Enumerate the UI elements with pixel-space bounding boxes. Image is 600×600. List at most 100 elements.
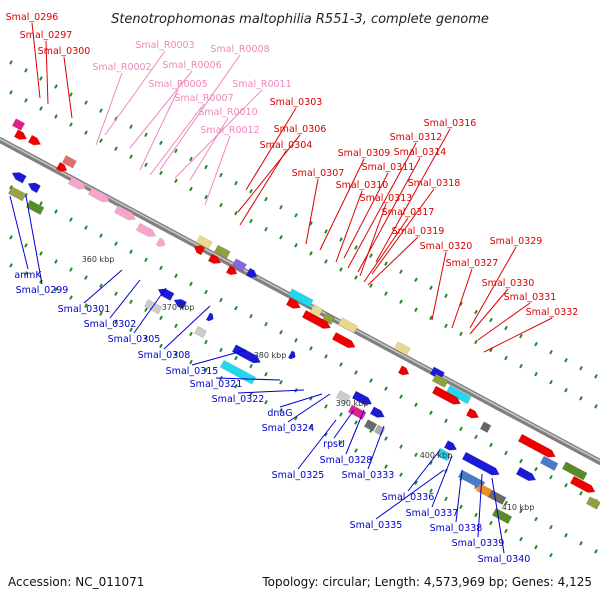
gene-label-top[interactable]: Smal_0316 bbox=[424, 118, 477, 129]
gene-label-top[interactable]: Smal_R0002 bbox=[92, 62, 151, 73]
gene-feature[interactable] bbox=[569, 475, 597, 495]
gene-feature[interactable] bbox=[192, 243, 206, 256]
gene-feature[interactable] bbox=[213, 244, 231, 260]
gene-feature[interactable] bbox=[10, 170, 27, 184]
gene-feature[interactable] bbox=[225, 265, 239, 277]
gene-label-bottom[interactable]: Smal_0333 bbox=[342, 470, 395, 481]
gene-label-top[interactable]: Smal_0329 bbox=[490, 236, 543, 247]
gene-label-top[interactable]: Smal_0317 bbox=[382, 207, 435, 218]
gene-feature[interactable] bbox=[155, 237, 167, 249]
gene-feature[interactable] bbox=[67, 176, 88, 193]
gene-feature[interactable] bbox=[479, 421, 492, 433]
gene-label-top[interactable]: Smal_R0010 bbox=[198, 107, 257, 118]
gene-feature[interactable] bbox=[393, 341, 411, 356]
gene-feature[interactable] bbox=[26, 180, 41, 194]
gene-feature[interactable] bbox=[87, 187, 111, 204]
gene-label-bottom[interactable]: Smal_0308 bbox=[138, 350, 191, 361]
gene-label-top[interactable]: Smal_0319 bbox=[392, 226, 445, 237]
gene-feature[interactable] bbox=[337, 317, 359, 334]
gene-label-bottom[interactable]: Smal_0321 bbox=[190, 379, 243, 390]
gene-label-top[interactable]: Smal_0297 bbox=[20, 30, 73, 41]
gene-label-bottom[interactable]: Smal_0340 bbox=[478, 554, 531, 565]
gene-feature[interactable] bbox=[351, 390, 373, 408]
gene-feature[interactable] bbox=[373, 424, 386, 437]
gene-label-bottom[interactable]: Smal_0335 bbox=[350, 520, 403, 531]
gene-feature[interactable] bbox=[431, 373, 449, 389]
gene-feature[interactable] bbox=[27, 134, 42, 148]
gene-label-bottom[interactable]: Smal_0328 bbox=[320, 455, 373, 466]
gene-label-top[interactable]: Smal_0310 bbox=[336, 180, 389, 191]
gene-label-top[interactable]: Smal_0311 bbox=[362, 162, 415, 173]
gene-feature[interactable] bbox=[219, 359, 257, 385]
gene-feature[interactable] bbox=[113, 204, 137, 222]
gene-label-top[interactable]: Smal_R0003 bbox=[135, 40, 194, 51]
gene-feature[interactable] bbox=[465, 407, 480, 421]
gene-feature[interactable] bbox=[321, 312, 336, 326]
gene-label-top[interactable]: Smal_0306 bbox=[274, 124, 327, 135]
gene-label-top[interactable]: Smal_0307 bbox=[292, 168, 345, 179]
gene-label-top[interactable]: Smal_R0005 bbox=[148, 79, 207, 90]
gene-feature[interactable] bbox=[585, 496, 600, 510]
gene-feature[interactable] bbox=[207, 253, 222, 267]
gene-label-top[interactable]: Smal_R0007 bbox=[174, 93, 233, 104]
gene-label-bottom[interactable]: Smal_0299 bbox=[16, 285, 69, 296]
gene-feature[interactable] bbox=[172, 296, 187, 310]
gene-feature[interactable] bbox=[517, 433, 557, 460]
gene-label-bottom[interactable]: Smal_0325 bbox=[272, 470, 325, 481]
gene-feature[interactable] bbox=[515, 466, 537, 484]
gene-label-bottom[interactable]: Smal_0315 bbox=[166, 366, 219, 377]
gene-label-top[interactable]: Smal_R0012 bbox=[200, 125, 259, 136]
gene-feature[interactable] bbox=[7, 186, 27, 202]
gene-feature[interactable] bbox=[13, 129, 28, 143]
gene-feature[interactable] bbox=[11, 118, 26, 131]
gene-feature[interactable] bbox=[301, 309, 332, 331]
gene-feature[interactable] bbox=[287, 350, 297, 361]
gene-feature[interactable] bbox=[285, 297, 302, 312]
gene-feature[interactable] bbox=[369, 406, 386, 421]
gene-label-bottom[interactable]: Smal_0322 bbox=[212, 394, 265, 405]
gene-feature[interactable] bbox=[487, 489, 507, 506]
gene-label-top[interactable]: Smal_R0011 bbox=[232, 79, 291, 90]
gene-label-bottom[interactable]: Smal_0324 bbox=[262, 423, 315, 434]
gene-label-bottom[interactable]: Smal_0337 bbox=[406, 508, 459, 519]
gene-feature[interactable] bbox=[335, 390, 351, 404]
gene-label-top[interactable]: Smal_0303 bbox=[270, 97, 323, 108]
gene-feature[interactable] bbox=[461, 451, 501, 478]
gene-label-bottom[interactable]: Smal_0301 bbox=[58, 304, 111, 315]
gene-feature[interactable] bbox=[135, 222, 157, 240]
gene-label-top[interactable]: Smal_0318 bbox=[408, 178, 461, 189]
gene-label-bottom[interactable]: Smal_0336 bbox=[382, 492, 435, 503]
gene-feature[interactable] bbox=[287, 288, 314, 308]
gene-feature[interactable] bbox=[231, 344, 262, 366]
gene-feature[interactable] bbox=[445, 385, 472, 405]
gene-label-top[interactable]: Smal_0314 bbox=[394, 147, 447, 158]
gene-label-top[interactable]: Smal_0312 bbox=[390, 132, 443, 143]
gene-label-top[interactable]: Smal_R0008 bbox=[210, 44, 269, 55]
gene-label-top[interactable]: Smal_0320 bbox=[420, 241, 473, 252]
gene-feature[interactable] bbox=[539, 455, 559, 471]
gene-feature[interactable] bbox=[195, 235, 213, 250]
gene-label-bottom[interactable]: rpsU bbox=[323, 439, 345, 450]
gene-label-top[interactable]: Smal_0331 bbox=[504, 292, 557, 303]
gene-label-top[interactable]: Smal_0300 bbox=[38, 46, 91, 57]
gene-feature[interactable] bbox=[193, 325, 208, 339]
gene-feature[interactable] bbox=[363, 419, 378, 432]
gene-feature[interactable] bbox=[443, 440, 458, 453]
gene-feature[interactable] bbox=[397, 365, 411, 378]
gene-feature[interactable] bbox=[55, 161, 69, 174]
gene-label-bottom[interactable]: Smal_0302 bbox=[84, 319, 137, 330]
gene-label-bottom[interactable]: Smal_0338 bbox=[430, 523, 483, 534]
gene-feature[interactable] bbox=[431, 385, 462, 407]
gene-feature[interactable] bbox=[245, 267, 259, 280]
gene-feature[interactable] bbox=[561, 461, 588, 481]
gene-label-top[interactable]: Smal_0332 bbox=[526, 307, 579, 318]
gene-label-bottom[interactable]: dnaG bbox=[267, 408, 292, 419]
gene-label-top[interactable]: Smal_0330 bbox=[482, 278, 535, 289]
gene-label-top[interactable]: Smal_0309 bbox=[338, 148, 391, 159]
gene-label-bottom[interactable]: Smal_0339 bbox=[452, 538, 505, 549]
gene-label-bottom[interactable]: Smal_0305 bbox=[108, 334, 161, 345]
gene-label-top[interactable]: Smal_0296 bbox=[6, 12, 59, 23]
gene-label-top[interactable]: Smal_0304 bbox=[260, 140, 313, 151]
gene-feature[interactable] bbox=[231, 258, 247, 272]
gene-label-bottom[interactable]: anmK bbox=[14, 270, 42, 281]
